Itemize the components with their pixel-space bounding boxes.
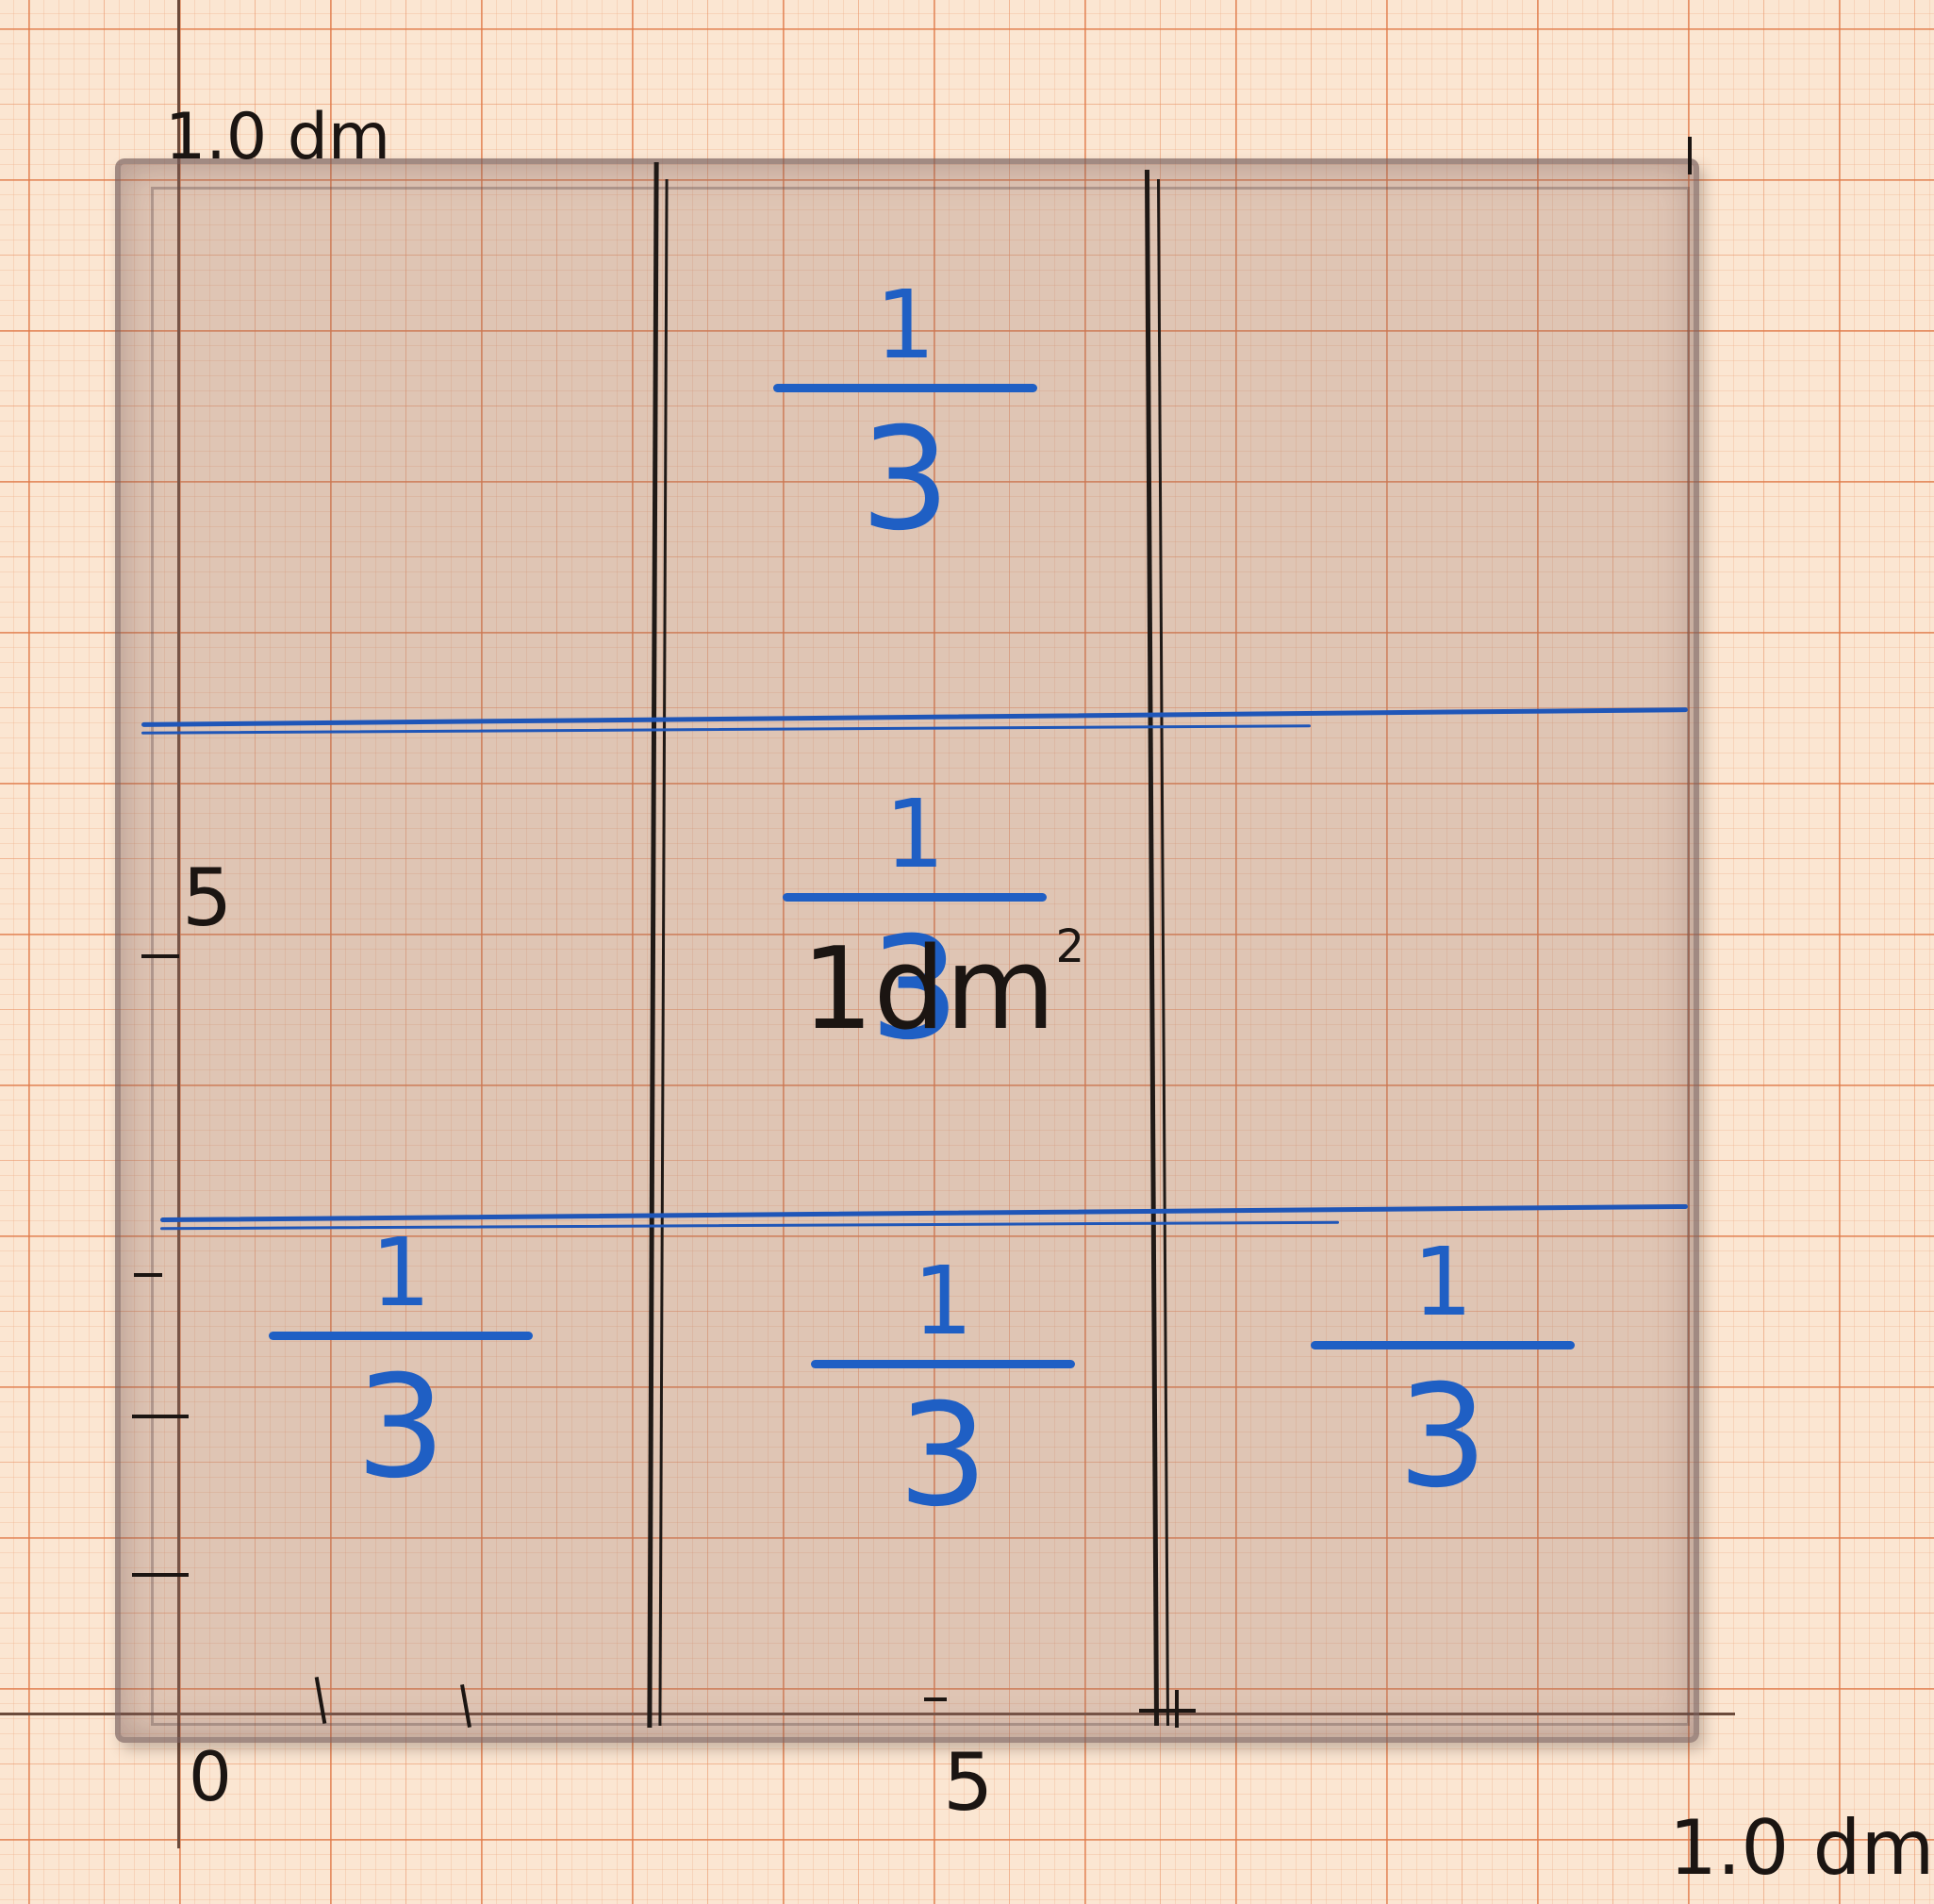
tick-left-3	[132, 1415, 189, 1418]
tick-mid-bottom	[924, 1697, 947, 1701]
fraction-denominator: 3	[898, 1374, 988, 1538]
axis-label-top-left: 1.0 dm	[165, 100, 391, 174]
region-fraction-bottom-right: 1 3	[1311, 1227, 1575, 1519]
axis-label-left-mid: 5	[182, 852, 233, 944]
axis-label-bottom-right: 1.0 dm	[1669, 1804, 1934, 1892]
tick-left-2	[134, 1273, 162, 1277]
fraction-denominator: 3	[1397, 1355, 1488, 1519]
area-label-unit: dm	[873, 924, 1056, 1055]
area-label-exponent: 2	[1055, 920, 1084, 973]
y-axis-line	[177, 0, 180, 1848]
fraction-denominator: 3	[355, 1346, 446, 1510]
axis-label-bottom-origin: 0	[189, 1737, 232, 1816]
tick-left-1	[141, 954, 179, 958]
fraction-numerator: 1	[913, 1246, 973, 1356]
x-axis-line	[0, 1713, 1735, 1715]
fraction-numerator: 1	[1413, 1227, 1473, 1337]
region-fraction-top-middle: 1 3	[773, 270, 1037, 562]
tick-left-4	[132, 1573, 189, 1577]
region-fraction-bottom-middle: 1 3	[811, 1246, 1075, 1538]
area-label-1dm2: 1dm2	[802, 924, 1084, 1047]
fraction-denominator: 3	[869, 907, 960, 1071]
fraction-bar	[773, 384, 1037, 392]
transparent-square-sheet	[115, 158, 1699, 1743]
axis-label-bottom-mid: 5	[943, 1736, 994, 1829]
fraction-bar	[269, 1332, 533, 1340]
tick-bottom-3	[1139, 1709, 1196, 1713]
region-fraction-center: 1 3	[783, 779, 1047, 1071]
fraction-bar	[1311, 1341, 1575, 1349]
tick-top-right	[1688, 137, 1692, 174]
fraction-bar	[783, 893, 1047, 902]
fraction-numerator: 1	[371, 1217, 431, 1328]
fraction-bar	[811, 1360, 1075, 1368]
area-label-prefix: 1	[802, 924, 874, 1055]
tick-bottom-4	[1175, 1690, 1179, 1728]
fraction-numerator: 1	[875, 270, 935, 380]
region-fraction-bottom-left: 1 3	[269, 1217, 533, 1510]
fraction-denominator: 3	[860, 398, 950, 562]
fraction-numerator: 1	[884, 779, 945, 889]
